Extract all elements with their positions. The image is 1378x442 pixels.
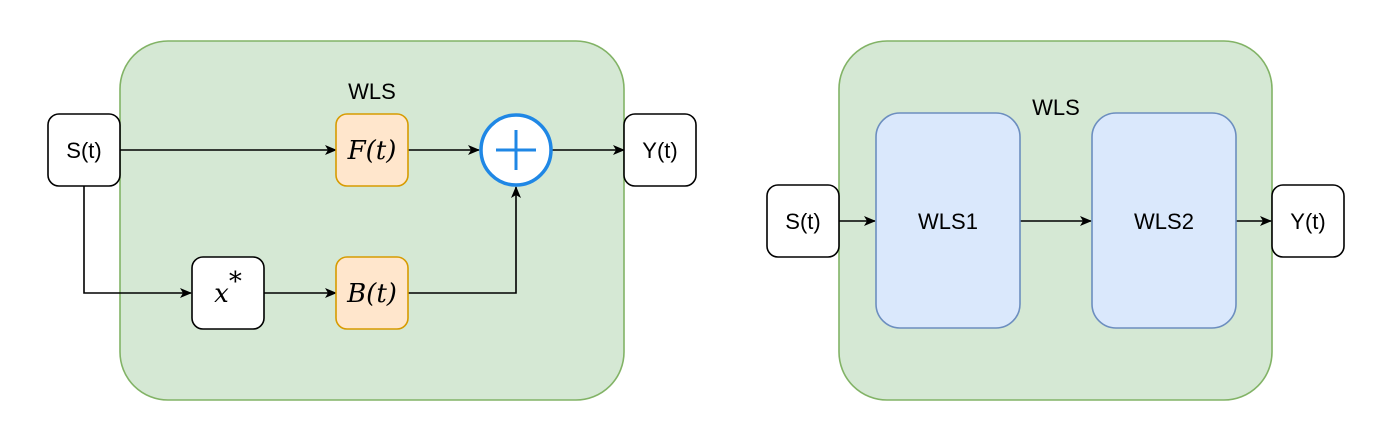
svg-text:S(t): S(t)	[785, 209, 820, 234]
conj-var: x	[214, 279, 229, 309]
svg-text:WLS1: WLS1	[918, 209, 978, 234]
forward-func: F	[347, 136, 367, 166]
forward-arg: (t)	[366, 136, 397, 166]
svg-text:x*: x*	[214, 267, 242, 309]
left-diagram: WLS S(t) F(t) x*	[47, 40, 697, 401]
svg-text:Y(t): Y(t)	[1290, 209, 1325, 234]
left-input-node: S(t)	[47, 113, 121, 187]
conj-block: x*	[191, 256, 265, 330]
right-output-node: Y(t)	[1271, 184, 1345, 258]
svg-text:F(t): F(t)	[347, 136, 397, 166]
left-output-node: Y(t)	[623, 113, 697, 187]
right-wls-label: WLS	[1032, 95, 1080, 120]
edge-b-to-sum	[408, 186, 521, 294]
sum-junction	[479, 113, 553, 187]
right-diagram: WLS S(t) WLS1 WLS2 Y(t)	[766, 40, 1345, 401]
svg-text:WLS2: WLS2	[1134, 209, 1194, 234]
svg-text:B(t): B(t)	[346, 279, 397, 309]
svg-text:S(t): S(t)	[66, 138, 101, 163]
edge-input-to-conj	[83, 186, 192, 298]
backward-block: B(t)	[335, 256, 409, 330]
svg-text:Y(t): Y(t)	[642, 138, 677, 163]
forward-block: F(t)	[335, 113, 409, 187]
right-input-node: S(t)	[766, 184, 840, 258]
backward-arg: (t)	[366, 279, 397, 309]
conj-sup: *	[229, 267, 242, 297]
wls1-block: WLS1	[875, 112, 1021, 329]
wls2-block: WLS2	[1091, 112, 1237, 329]
backward-func: B	[346, 279, 366, 309]
left-wls-label: WLS	[348, 79, 396, 104]
